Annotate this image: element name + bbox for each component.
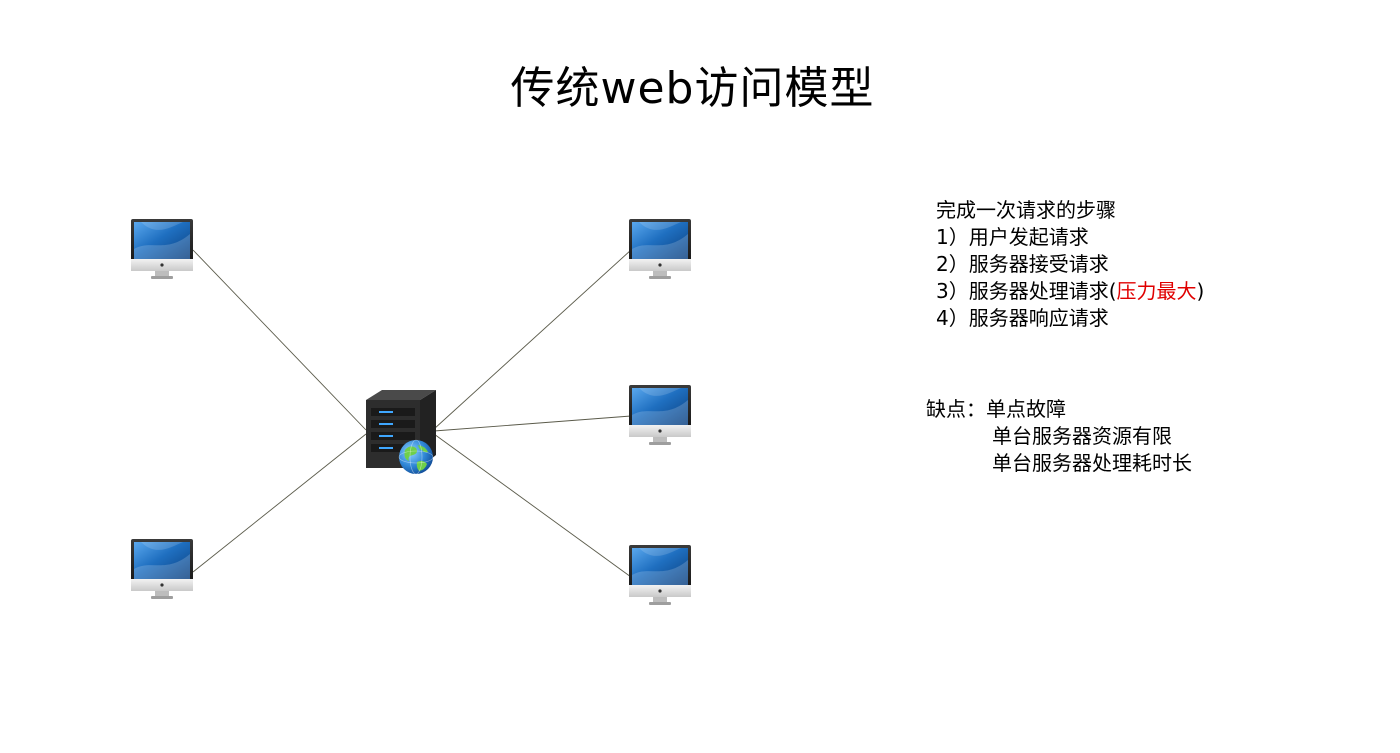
client-computer-left-top	[131, 219, 193, 279]
client-computer-right-bottom	[629, 545, 691, 605]
step-4: 4）服务器响应请求	[936, 305, 1204, 332]
step-text: 服务器处理请求(	[968, 279, 1117, 303]
request-steps: 完成一次请求的步骤 1）用户发起请求 2）服务器接受请求 3）服务器处理请求(压…	[936, 197, 1204, 332]
link-right-bottom	[433, 433, 632, 578]
desktop-monitor-icon	[629, 545, 691, 605]
step-2: 2）服务器接受请求	[936, 251, 1204, 278]
desktop-monitor-icon	[629, 219, 691, 279]
desktop-monitor-icon	[131, 219, 193, 279]
step-number: 2）	[936, 252, 969, 276]
client-computer-right-middle	[629, 385, 691, 445]
step-text: 用户发起请求	[968, 225, 1089, 249]
drawback-item: 单台服务器资源有限	[992, 424, 1172, 448]
step-3: 3）服务器处理请求(压力最大)	[936, 278, 1204, 305]
link-right-middle	[433, 415, 632, 432]
connector-lines	[192, 249, 632, 578]
link-left-bottom	[192, 433, 367, 573]
link-right-top	[433, 249, 632, 430]
step-number: 1）	[936, 225, 969, 249]
client-computer-left-bottom	[131, 539, 193, 599]
step-1: 1）用户发起请求	[936, 224, 1204, 251]
steps-heading: 完成一次请求的步骤	[936, 198, 1116, 222]
server-with-globe-icon	[366, 390, 436, 475]
step-text: 服务器响应请求	[968, 306, 1109, 330]
desktop-monitor-icon	[131, 539, 193, 599]
step-text: 服务器接受请求	[968, 252, 1109, 276]
desktop-monitor-icon	[629, 385, 691, 445]
drawback-item: 单台服务器处理耗时长	[992, 451, 1192, 475]
drawbacks-label: 缺点：	[926, 397, 986, 421]
globe-icon	[398, 439, 434, 475]
step-number: 3）	[936, 279, 969, 303]
drawback-item: 单点故障	[986, 397, 1066, 421]
step-emphasis: 压力最大	[1116, 279, 1197, 303]
link-left-top	[192, 249, 367, 431]
step-suffix: )	[1196, 279, 1205, 303]
step-number: 4）	[936, 306, 969, 330]
drawbacks: 缺点：单点故障 单台服务器资源有限 单台服务器处理耗时长	[926, 396, 1192, 477]
diagram-title: 传统web访问模型	[510, 63, 875, 114]
client-computer-right-top	[629, 219, 691, 279]
